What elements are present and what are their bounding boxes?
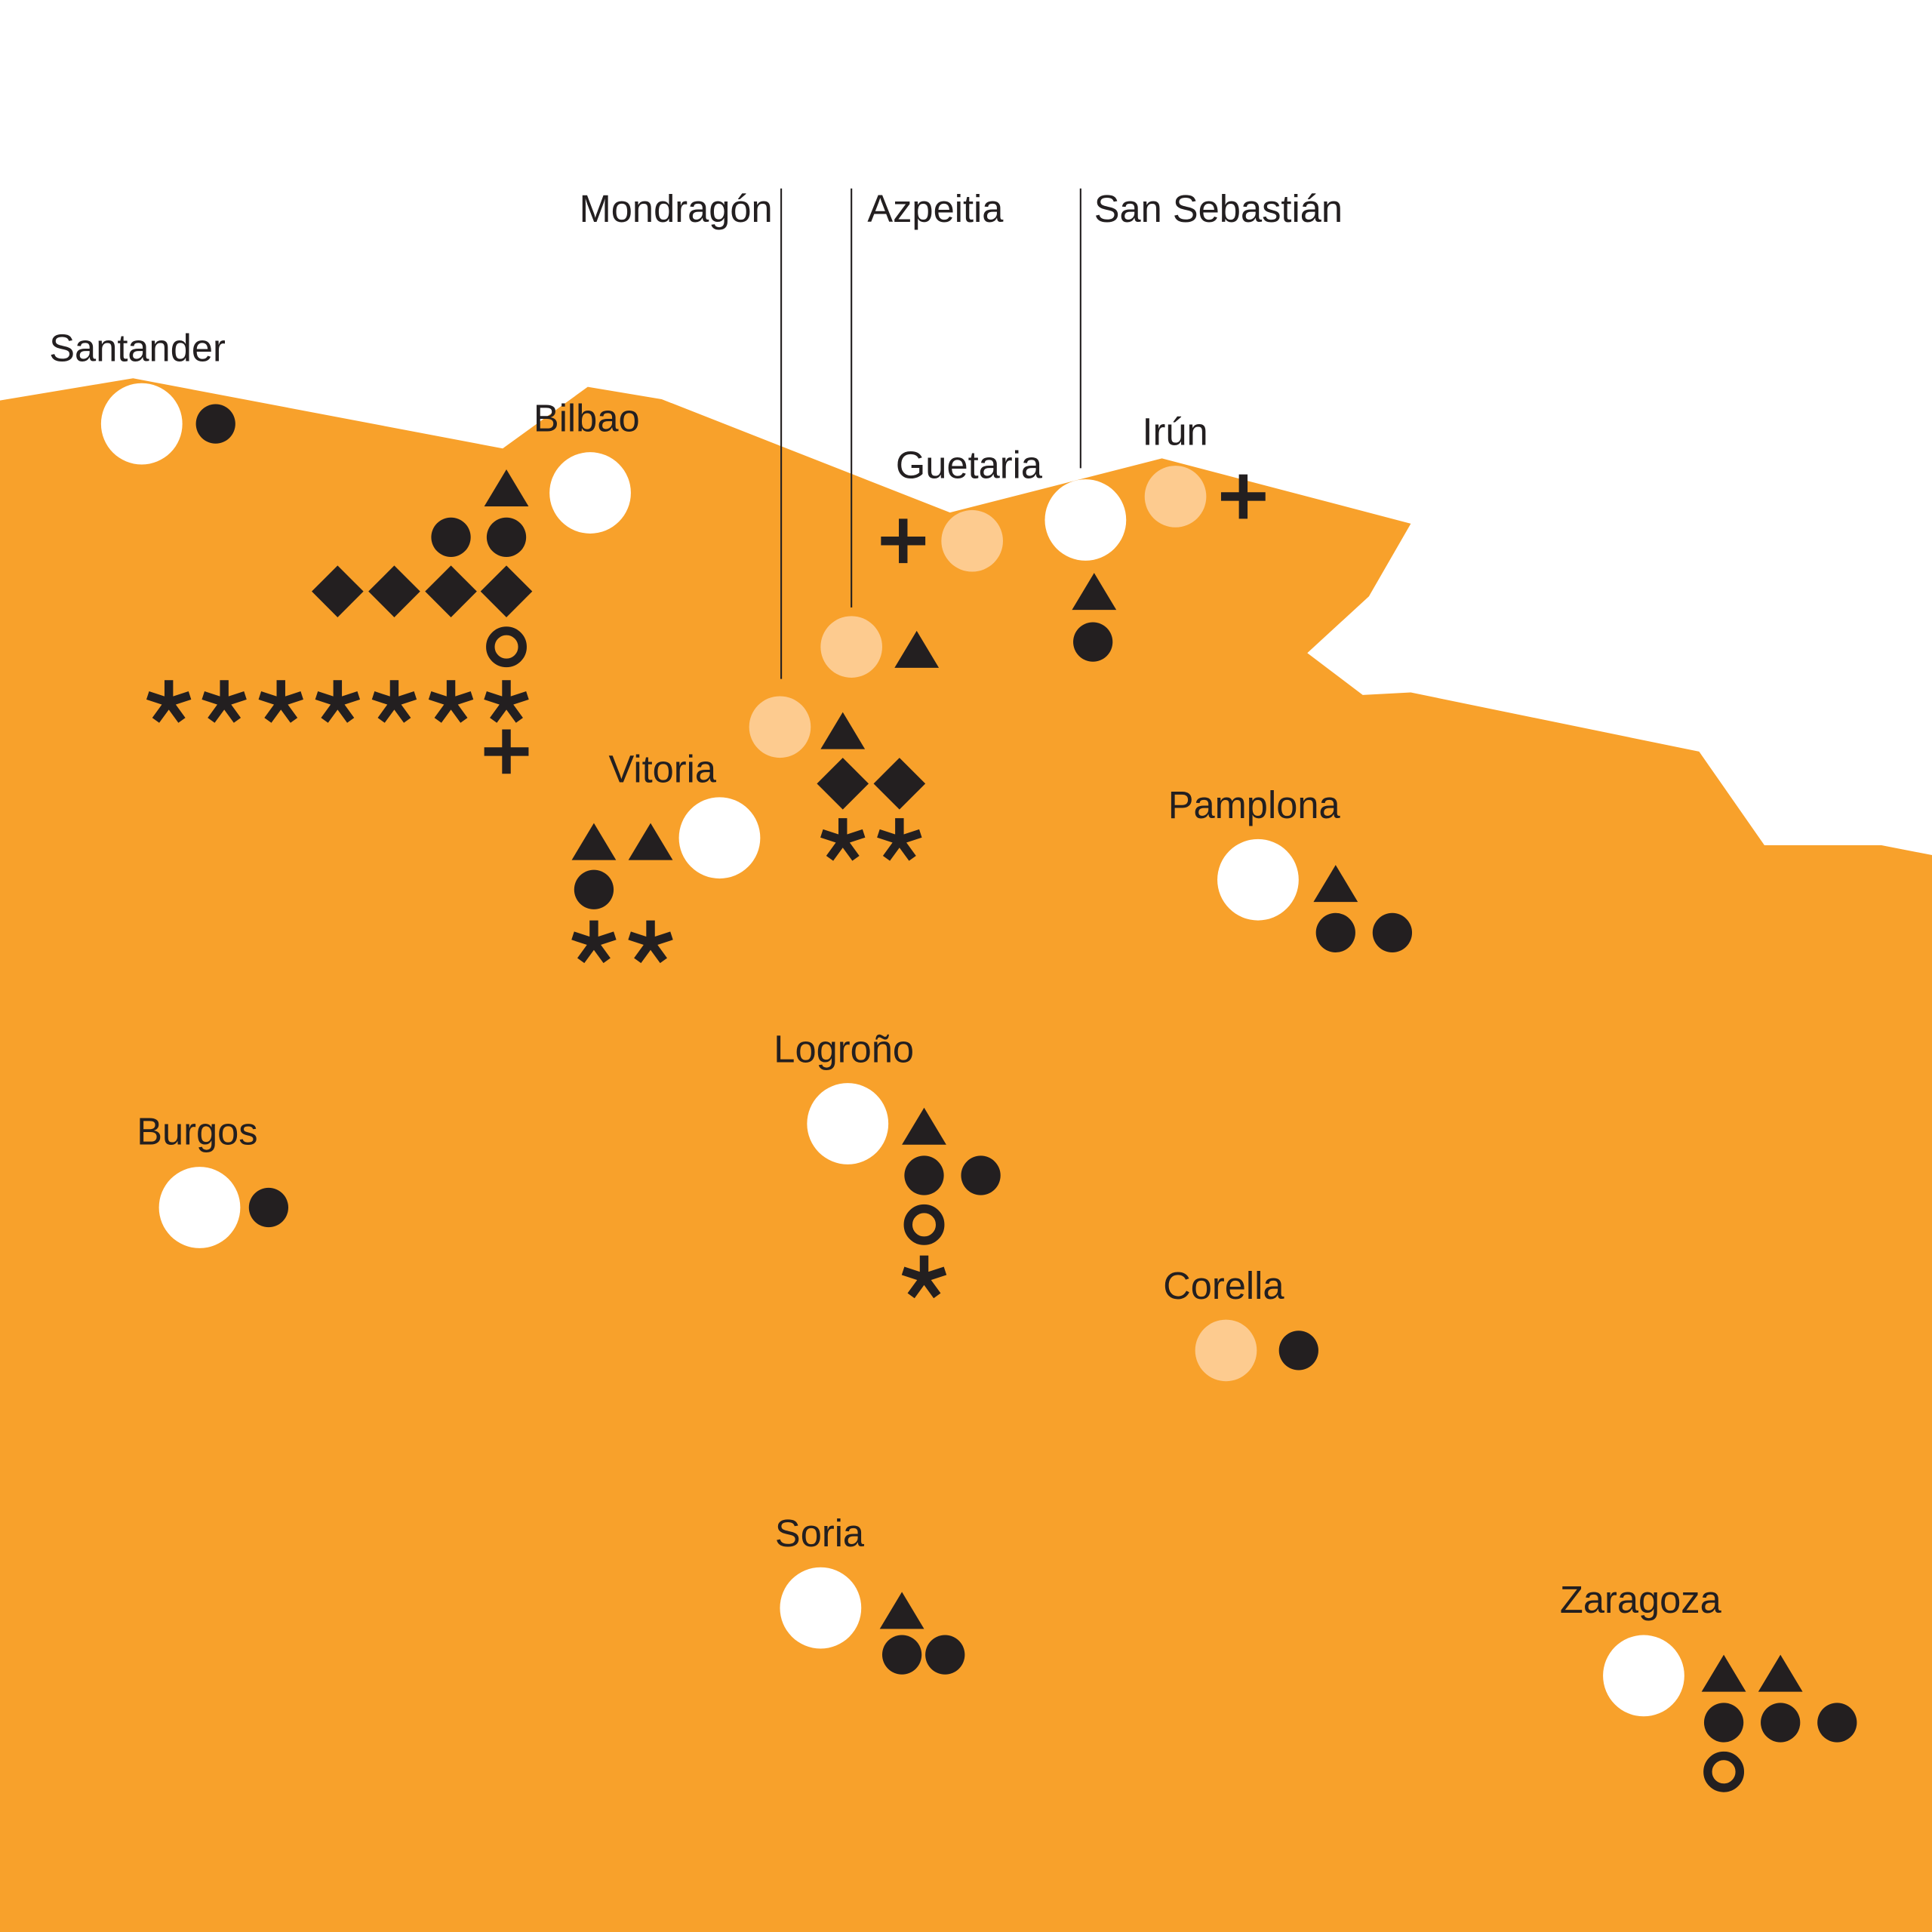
dot-icon (961, 1155, 1001, 1195)
city-marker (1144, 466, 1207, 528)
city-label: Irún (1142, 410, 1208, 453)
city-marker (807, 1083, 889, 1164)
plus-icon (484, 729, 529, 774)
city-irun: Irún (1142, 410, 1266, 528)
triangle-icon (1758, 1654, 1803, 1692)
city-label: Soria (775, 1512, 865, 1555)
city-marker (1195, 1319, 1257, 1382)
city-pamplona: Pamplona (1168, 783, 1413, 953)
city-marker (549, 452, 631, 534)
leader-lines (780, 188, 1081, 679)
dot-icon (904, 1155, 944, 1195)
asterisk-icon (315, 680, 361, 723)
diamond-icon (817, 758, 869, 810)
city-soria: Soria (775, 1512, 965, 1675)
city-azpeitia: Azpeitia (820, 187, 1004, 678)
city-marker (100, 383, 183, 465)
city-label: Santander (49, 326, 226, 369)
asterisk-icon (146, 680, 192, 723)
city-marker (1217, 838, 1299, 921)
city-burgos: Burgos (137, 1110, 289, 1248)
dot-icon (1278, 1331, 1318, 1371)
ring-icon (903, 1204, 945, 1245)
city-marker (678, 797, 761, 879)
city-logrono: Logroño (774, 1027, 1001, 1299)
city-label: Logroño (774, 1027, 914, 1070)
asterisk-icon (202, 680, 247, 723)
city-label: Mondragón (580, 187, 773, 230)
city-label: Azpeitia (867, 187, 1004, 230)
city-marker (158, 1167, 241, 1248)
plus-icon (881, 518, 926, 564)
city-zaragoza: Zaragoza (1560, 1578, 1857, 1792)
city-marker (820, 616, 882, 678)
triangle-icon (484, 469, 529, 507)
city-san-sebastian: San Sebastián (1044, 187, 1343, 662)
asterisk-icon (820, 818, 866, 861)
triangle-icon (879, 1592, 924, 1629)
plus-icon (1220, 474, 1266, 519)
city-santander: Santander (49, 326, 235, 465)
city-label: Vitoria (609, 748, 717, 791)
city-marker (1603, 1635, 1684, 1717)
diamond-icon (873, 758, 926, 810)
city-marker (1044, 479, 1127, 561)
triangle-icon (1072, 573, 1117, 611)
dot-icon (1703, 1703, 1744, 1743)
city-guetaria: Guetaria (881, 443, 1043, 572)
ring-icon (486, 626, 527, 668)
asterisk-icon (628, 920, 673, 964)
ring-icon (1703, 1751, 1745, 1792)
city-label: San Sebastián (1094, 187, 1343, 230)
dot-icon (1315, 912, 1355, 953)
dot-icon (248, 1187, 289, 1228)
diamond-icon (312, 565, 364, 617)
asterisk-icon (877, 818, 922, 861)
city-label: Zaragoza (1560, 1578, 1722, 1621)
city-vitoria: Vitoria (571, 748, 761, 964)
diamond-icon (368, 565, 420, 617)
dot-icon (1372, 912, 1413, 953)
land-area (0, 378, 1932, 1932)
asterisk-icon (901, 1255, 947, 1299)
triangle-icon (1701, 1654, 1746, 1692)
dot-icon (574, 869, 614, 909)
dot-icon (1761, 1703, 1801, 1743)
dot-icon (195, 404, 235, 444)
dot-icon (925, 1635, 965, 1675)
asterisk-icon (258, 680, 303, 723)
triangle-icon (571, 823, 617, 860)
diamond-icon (480, 565, 533, 617)
asterisk-icon (428, 680, 474, 723)
triangle-icon (902, 1107, 946, 1145)
asterisk-icon (371, 680, 417, 723)
city-mondragon: Mondragón (580, 187, 926, 861)
triangle-icon (1313, 865, 1358, 903)
triangle-icon (820, 712, 866, 749)
asterisk-icon (571, 920, 617, 964)
triangle-icon (628, 823, 673, 860)
city-label: Bilbao (534, 396, 640, 439)
city-marker (941, 509, 1003, 572)
city-label: Burgos (137, 1110, 257, 1153)
city-label: Pamplona (1168, 783, 1341, 826)
triangle-icon (894, 630, 940, 668)
diamond-icon (425, 565, 477, 617)
dot-icon (1073, 622, 1113, 662)
city-bilbao: Bilbao (146, 396, 640, 774)
city-label: Corella (1163, 1264, 1284, 1307)
city-label: Guetaria (896, 443, 1043, 486)
city-marker (780, 1567, 862, 1649)
city-marker (749, 696, 811, 758)
dot-icon (1817, 1703, 1857, 1743)
dot-icon (431, 517, 471, 557)
dot-icon (881, 1635, 922, 1675)
dot-icon (486, 517, 527, 557)
asterisk-icon (484, 680, 529, 723)
city-corella: Corella (1163, 1264, 1318, 1382)
